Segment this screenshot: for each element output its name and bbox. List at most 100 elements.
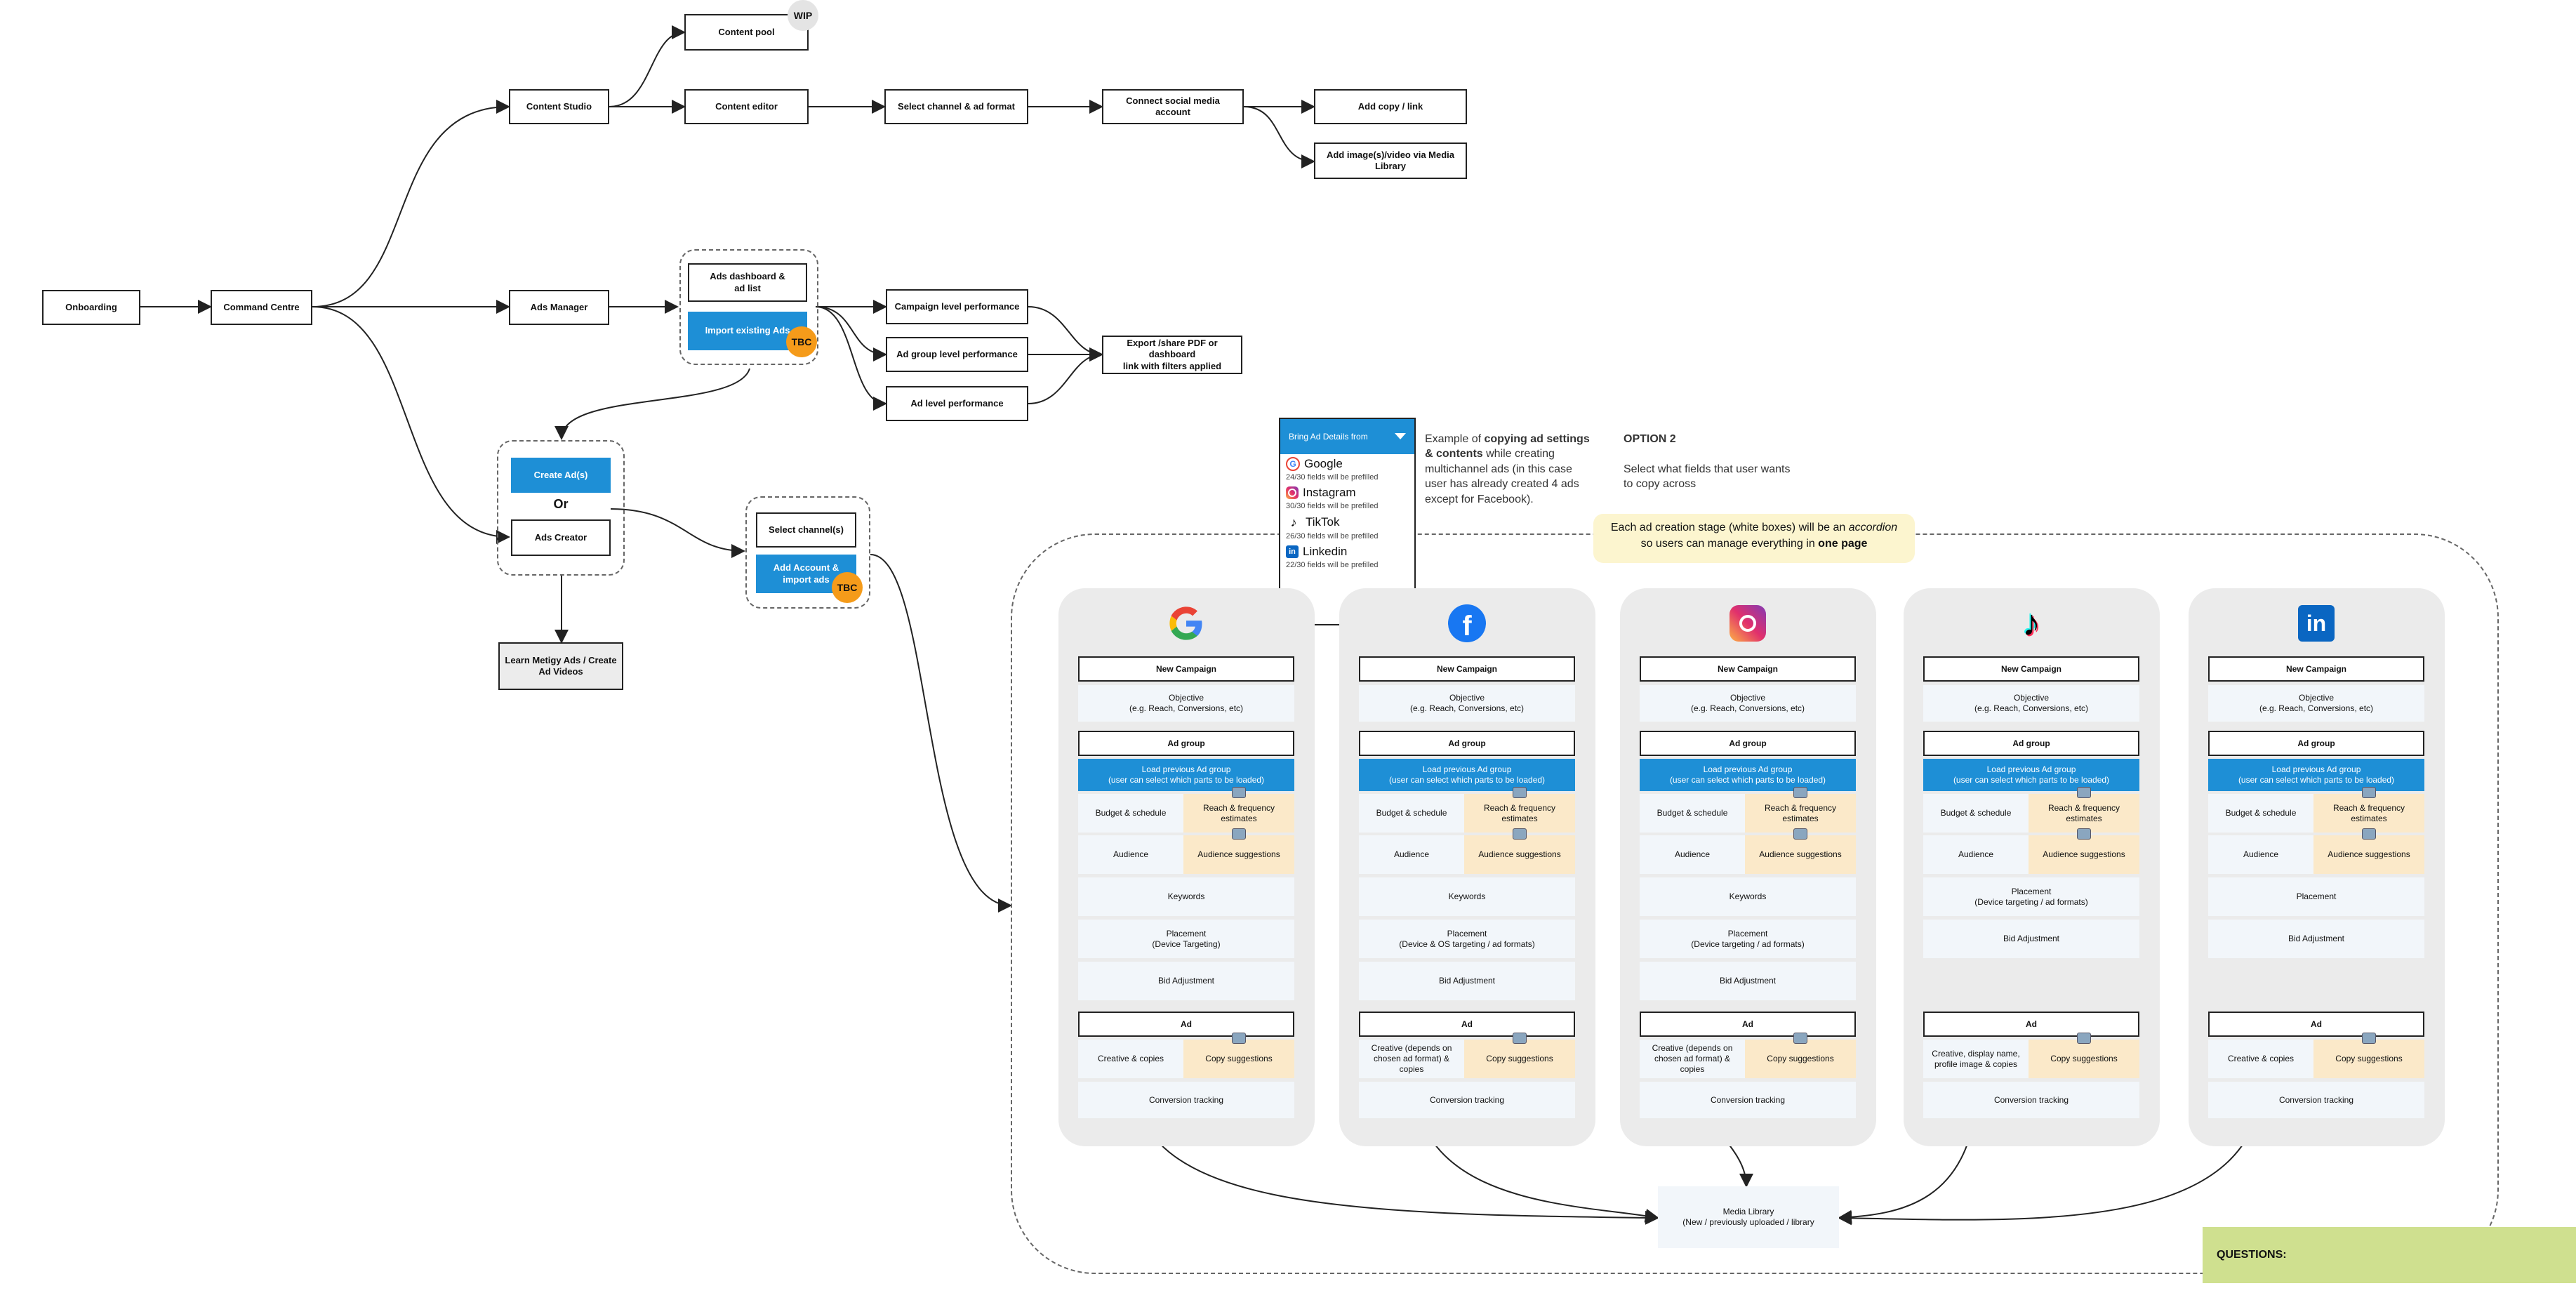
copy-suggestions[interactable]: Copy suggestions — [1183, 1040, 1294, 1078]
import-existing-ads-node[interactable]: Import existing Ads — [688, 312, 807, 350]
ad-group-stage[interactable]: Ad group — [1359, 731, 1575, 756]
conversion-tracking-field[interactable]: Conversion tracking — [1640, 1082, 1856, 1118]
load-previous-ad-group[interactable]: Load previous Ad group (user can select … — [2208, 759, 2424, 791]
dropdown-item-tiktok[interactable]: ♪TikTok 26/30 fields will be prefilled — [1280, 512, 1414, 542]
reach-frequency-estimates[interactable]: Reach & frequency estimates — [1183, 794, 1294, 833]
objective-field[interactable]: Objective (e.g. Reach, Conversions, etc) — [1078, 685, 1294, 722]
create-ads-node[interactable]: Create Ad(s) — [511, 458, 611, 493]
ad-group-stage[interactable]: Ad group — [1640, 731, 1856, 756]
budget-schedule-field[interactable]: Budget & schedule — [1359, 794, 1464, 833]
adgroup-performance-node[interactable]: Ad group level performance — [886, 337, 1028, 372]
ads-creator-node[interactable]: Ads Creator — [511, 519, 611, 556]
campaign-performance-node[interactable]: Campaign level performance — [886, 289, 1028, 324]
learn-metigy-node[interactable]: Learn Metigy Ads / Create Ad Videos — [498, 642, 623, 690]
reach-frequency-estimates[interactable]: Reach & frequency estimates — [1745, 794, 1856, 833]
budget-schedule-field[interactable]: Budget & schedule — [1640, 794, 1745, 833]
new-campaign-stage[interactable]: New Campaign — [1359, 656, 1575, 682]
add-image-video-node[interactable]: Add image(s)/video via Media Library — [1314, 142, 1467, 179]
command-centre-node[interactable]: Command Centre — [211, 290, 312, 325]
audience-field[interactable]: Audience — [2208, 835, 2313, 874]
creative-copies-field[interactable]: Creative & copies — [1078, 1040, 1183, 1078]
content-studio-node[interactable]: Content Studio — [509, 89, 609, 124]
creative-copies-field[interactable]: Creative (depends on chosen ad format) &… — [1640, 1040, 1745, 1078]
objective-field[interactable]: Objective (e.g. Reach, Conversions, etc) — [1359, 685, 1575, 722]
ads-dashboard-node[interactable]: Ads dashboard & ad list — [688, 263, 807, 302]
ai-assistant-icon — [2077, 828, 2091, 840]
keywords-field[interactable]: Keywords — [1078, 877, 1294, 916]
bid-adjustment-field[interactable]: Bid Adjustment — [1359, 962, 1575, 1000]
conversion-tracking-field[interactable]: Conversion tracking — [1359, 1082, 1575, 1118]
load-previous-ad-group[interactable]: Load previous Ad group (user can select … — [1640, 759, 1856, 791]
conversion-tracking-field[interactable]: Conversion tracking — [1078, 1082, 1294, 1118]
objective-field[interactable]: Objective (e.g. Reach, Conversions, etc) — [2208, 685, 2424, 722]
reach-frequency-estimates[interactable]: Reach & frequency estimates — [2029, 794, 2139, 833]
objective-field[interactable]: Objective (e.g. Reach, Conversions, etc) — [1640, 685, 1856, 722]
ad-stage[interactable]: Ad — [1078, 1012, 1294, 1037]
audience-suggestions[interactable]: Audience suggestions — [1464, 835, 1575, 874]
creative-copies-field[interactable]: Creative, display name, profile image & … — [1923, 1040, 2029, 1078]
new-campaign-stage[interactable]: New Campaign — [1923, 656, 2139, 682]
load-previous-ad-group[interactable]: Load previous Ad group (user can select … — [1078, 759, 1294, 791]
bid-adjustment-field[interactable]: Bid Adjustment — [1640, 962, 1856, 1000]
ad-stage[interactable]: Ad — [2208, 1012, 2424, 1037]
conversion-tracking-field[interactable]: Conversion tracking — [1923, 1082, 2139, 1118]
placement-field[interactable]: Placement (Device targeting / ad formats… — [1640, 920, 1856, 958]
ad-group-stage[interactable]: Ad group — [1078, 731, 1294, 756]
media-library-node[interactable]: Media Library (New / previously uploaded… — [1658, 1186, 1839, 1248]
audience-suggestions[interactable]: Audience suggestions — [1183, 835, 1294, 874]
ads-manager-node[interactable]: Ads Manager — [509, 290, 609, 325]
ad-group-stage[interactable]: Ad group — [1923, 731, 2139, 756]
content-editor-node[interactable]: Content editor — [684, 89, 809, 124]
select-channel-ad-format-node[interactable]: Select channel & ad format — [884, 89, 1028, 124]
placement-field[interactable]: Placement (Device & OS targeting / ad fo… — [1359, 920, 1575, 958]
budget-schedule-field[interactable]: Budget & schedule — [2208, 794, 2313, 833]
ad-performance-node[interactable]: Ad level performance — [886, 386, 1028, 421]
placement-field[interactable]: Placement — [2208, 877, 2424, 916]
audience-field[interactable]: Audience — [1078, 835, 1183, 874]
ad-group-stage[interactable]: Ad group — [2208, 731, 2424, 756]
bid-adjustment-field[interactable]: Bid Adjustment — [1078, 962, 1294, 1000]
placement-field[interactable]: Placement (Device Targeting) — [1078, 920, 1294, 958]
creative-copies-field[interactable]: Creative & copies — [2208, 1040, 2313, 1078]
bid-adjustment-field[interactable]: Bid Adjustment — [2208, 920, 2424, 958]
new-campaign-stage[interactable]: New Campaign — [1078, 656, 1294, 682]
export-share-node[interactable]: Export /share PDF or dashboard link with… — [1102, 336, 1242, 374]
copy-suggestions[interactable]: Copy suggestions — [1464, 1040, 1575, 1078]
budget-schedule-field[interactable]: Budget & schedule — [1923, 794, 2029, 833]
load-previous-ad-group[interactable]: Load previous Ad group (user can select … — [1359, 759, 1575, 791]
reach-frequency-estimates[interactable]: Reach & frequency estimates — [1464, 794, 1575, 833]
dropdown-item-instagram[interactable]: Instagram 30/30 fields will be prefilled — [1280, 483, 1414, 512]
audience-suggestions[interactable]: Audience suggestions — [2029, 835, 2139, 874]
conversion-tracking-field[interactable]: Conversion tracking — [2208, 1082, 2424, 1118]
ad-stage[interactable]: Ad — [1359, 1012, 1575, 1037]
audience-suggestions[interactable]: Audience suggestions — [2313, 835, 2424, 874]
dropdown-header[interactable]: Bring Ad Details from — [1280, 419, 1414, 454]
bid-adjustment-field[interactable]: Bid Adjustment — [1923, 920, 2139, 958]
select-channels-node[interactable]: Select channel(s) — [756, 512, 856, 548]
audience-suggestions[interactable]: Audience suggestions — [1745, 835, 1856, 874]
placement-field[interactable]: Placement (Device targeting / ad formats… — [1923, 877, 2139, 916]
audience-field[interactable]: Audience — [1923, 835, 2029, 874]
reach-frequency-estimates[interactable]: Reach & frequency estimates — [2313, 794, 2424, 833]
audience-field[interactable]: Audience — [1640, 835, 1745, 874]
add-copy-link-node[interactable]: Add copy / link — [1314, 89, 1467, 124]
ad-stage[interactable]: Ad — [1923, 1012, 2139, 1037]
copy-suggestions[interactable]: Copy suggestions — [1745, 1040, 1856, 1078]
load-previous-ad-group[interactable]: Load previous Ad group (user can select … — [1923, 759, 2139, 791]
keywords-field[interactable]: Keywords — [1640, 877, 1856, 916]
connect-social-media-node[interactable]: Connect social media account — [1102, 89, 1244, 124]
creative-copies-field[interactable]: Creative (depends on chosen ad format) &… — [1359, 1040, 1464, 1078]
new-campaign-stage[interactable]: New Campaign — [1640, 656, 1856, 682]
keywords-field[interactable]: Keywords — [1359, 877, 1575, 916]
new-campaign-stage[interactable]: New Campaign — [2208, 656, 2424, 682]
copy-suggestions[interactable]: Copy suggestions — [2313, 1040, 2424, 1078]
objective-field[interactable]: Objective (e.g. Reach, Conversions, etc) — [1923, 685, 2139, 722]
onboarding-node[interactable]: Onboarding — [42, 290, 140, 325]
ad-stage[interactable]: Ad — [1640, 1012, 1856, 1037]
budget-schedule-field[interactable]: Budget & schedule — [1078, 794, 1183, 833]
copy-suggestions[interactable]: Copy suggestions — [2029, 1040, 2139, 1078]
audience-field[interactable]: Audience — [1359, 835, 1464, 874]
